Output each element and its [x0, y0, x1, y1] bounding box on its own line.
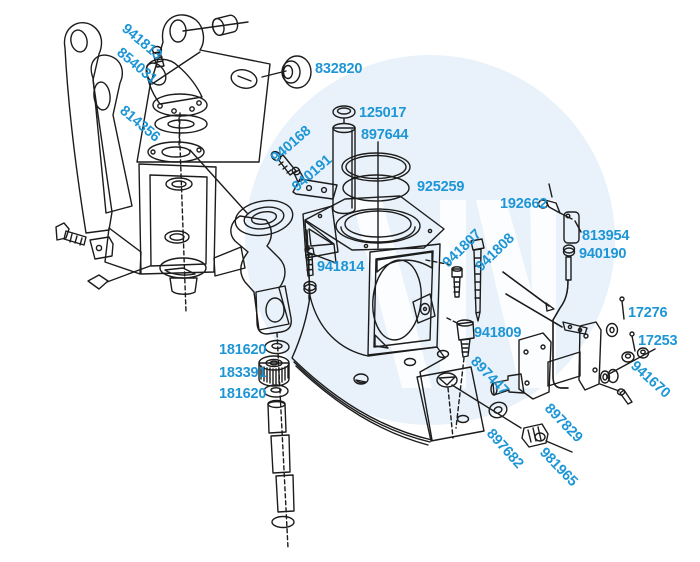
housing-top-face: [304, 195, 445, 251]
anchor-plate-bolts: [270, 150, 338, 200]
bolt-941807: [425, 259, 463, 298]
part-number-label-941809-18[interactable]: 941809: [474, 325, 522, 341]
housing-lower-flange: [291, 295, 446, 441]
bearing-stack: [258, 339, 295, 529]
part-number-label-813954-10[interactable]: 813954: [582, 228, 630, 244]
washer-181620-lower: [263, 384, 289, 398]
gasket-814356: [154, 114, 208, 134]
elbow-854031: [146, 58, 203, 105]
bolt-941814: [303, 245, 317, 303]
seal-and-plug: [451, 384, 573, 453]
screw-941813: [151, 45, 163, 55]
o-ring-925259-upper: [341, 152, 411, 182]
top-sleeve-bushing: [211, 14, 239, 36]
exhaust-elbow-assembly: [145, 45, 208, 148]
washer-181620-upper: [264, 339, 290, 355]
seal-897682: [488, 401, 508, 419]
nut-940190: [562, 247, 576, 257]
steering-shaft: [267, 400, 287, 434]
pivot-tube-assembly: [332, 105, 411, 249]
fork-plate-right: [578, 321, 602, 391]
part-number-label-941670-17[interactable]: 941670: [627, 358, 673, 402]
part-number-label-17253-16[interactable]: 17253: [638, 333, 678, 349]
o-ring-125017: [332, 105, 356, 119]
part-number-label-925259-8[interactable]: 925259: [417, 179, 465, 195]
part-number-label-981965-25[interactable]: 981965: [536, 445, 580, 490]
gimbal-arm-lug: [255, 285, 292, 335]
bushing-832820: [261, 55, 312, 89]
part-number-label-125017-4[interactable]: 125017: [359, 105, 407, 121]
transom-shield-housing: [291, 195, 485, 446]
part-number-label-940190-11[interactable]: 940190: [579, 246, 627, 262]
right-fastener-cluster: [605, 296, 650, 405]
bolt-940168: [270, 150, 282, 162]
part-number-label-17276-15[interactable]: 17276: [628, 305, 668, 321]
bracket-side-fasteners: [55, 222, 151, 290]
bolt-941808: [470, 238, 485, 322]
plug-981965: [521, 423, 549, 448]
bolt-941809: [446, 317, 475, 429]
part-number-label-941814-14[interactable]: 941814: [317, 259, 365, 275]
part-number-label-897682-24[interactable]: 897682: [483, 426, 527, 472]
part-number-label-897644-5[interactable]: 897644: [361, 127, 409, 143]
nut-941670-b: [636, 347, 650, 359]
part-number-label-897829-23[interactable]: 897829: [541, 401, 585, 446]
o-ring-bottom: [271, 515, 295, 529]
part-number-label-832820-3[interactable]: 832820: [315, 61, 363, 77]
fork-plate-left: [518, 332, 552, 400]
watermark-letters: [352, 200, 556, 388]
part-number-label-192662-9[interactable]: 192662: [500, 196, 548, 212]
trim-sender-cluster: [502, 183, 588, 389]
watermark-logo: [245, 55, 615, 425]
o-ring-925259-lower: [342, 174, 410, 202]
part-number-label-183391-21[interactable]: 183391: [219, 365, 267, 381]
anchor-plate: [292, 178, 338, 200]
housing-foot-plate: [416, 366, 485, 442]
tube-897644: [332, 127, 356, 215]
transom-mount-bracket: [63, 14, 271, 313]
nut-941670-a: [621, 351, 635, 363]
part-number-label-181620-22[interactable]: 181620: [219, 386, 267, 402]
part-number-label-181620-20[interactable]: 181620: [219, 342, 267, 358]
